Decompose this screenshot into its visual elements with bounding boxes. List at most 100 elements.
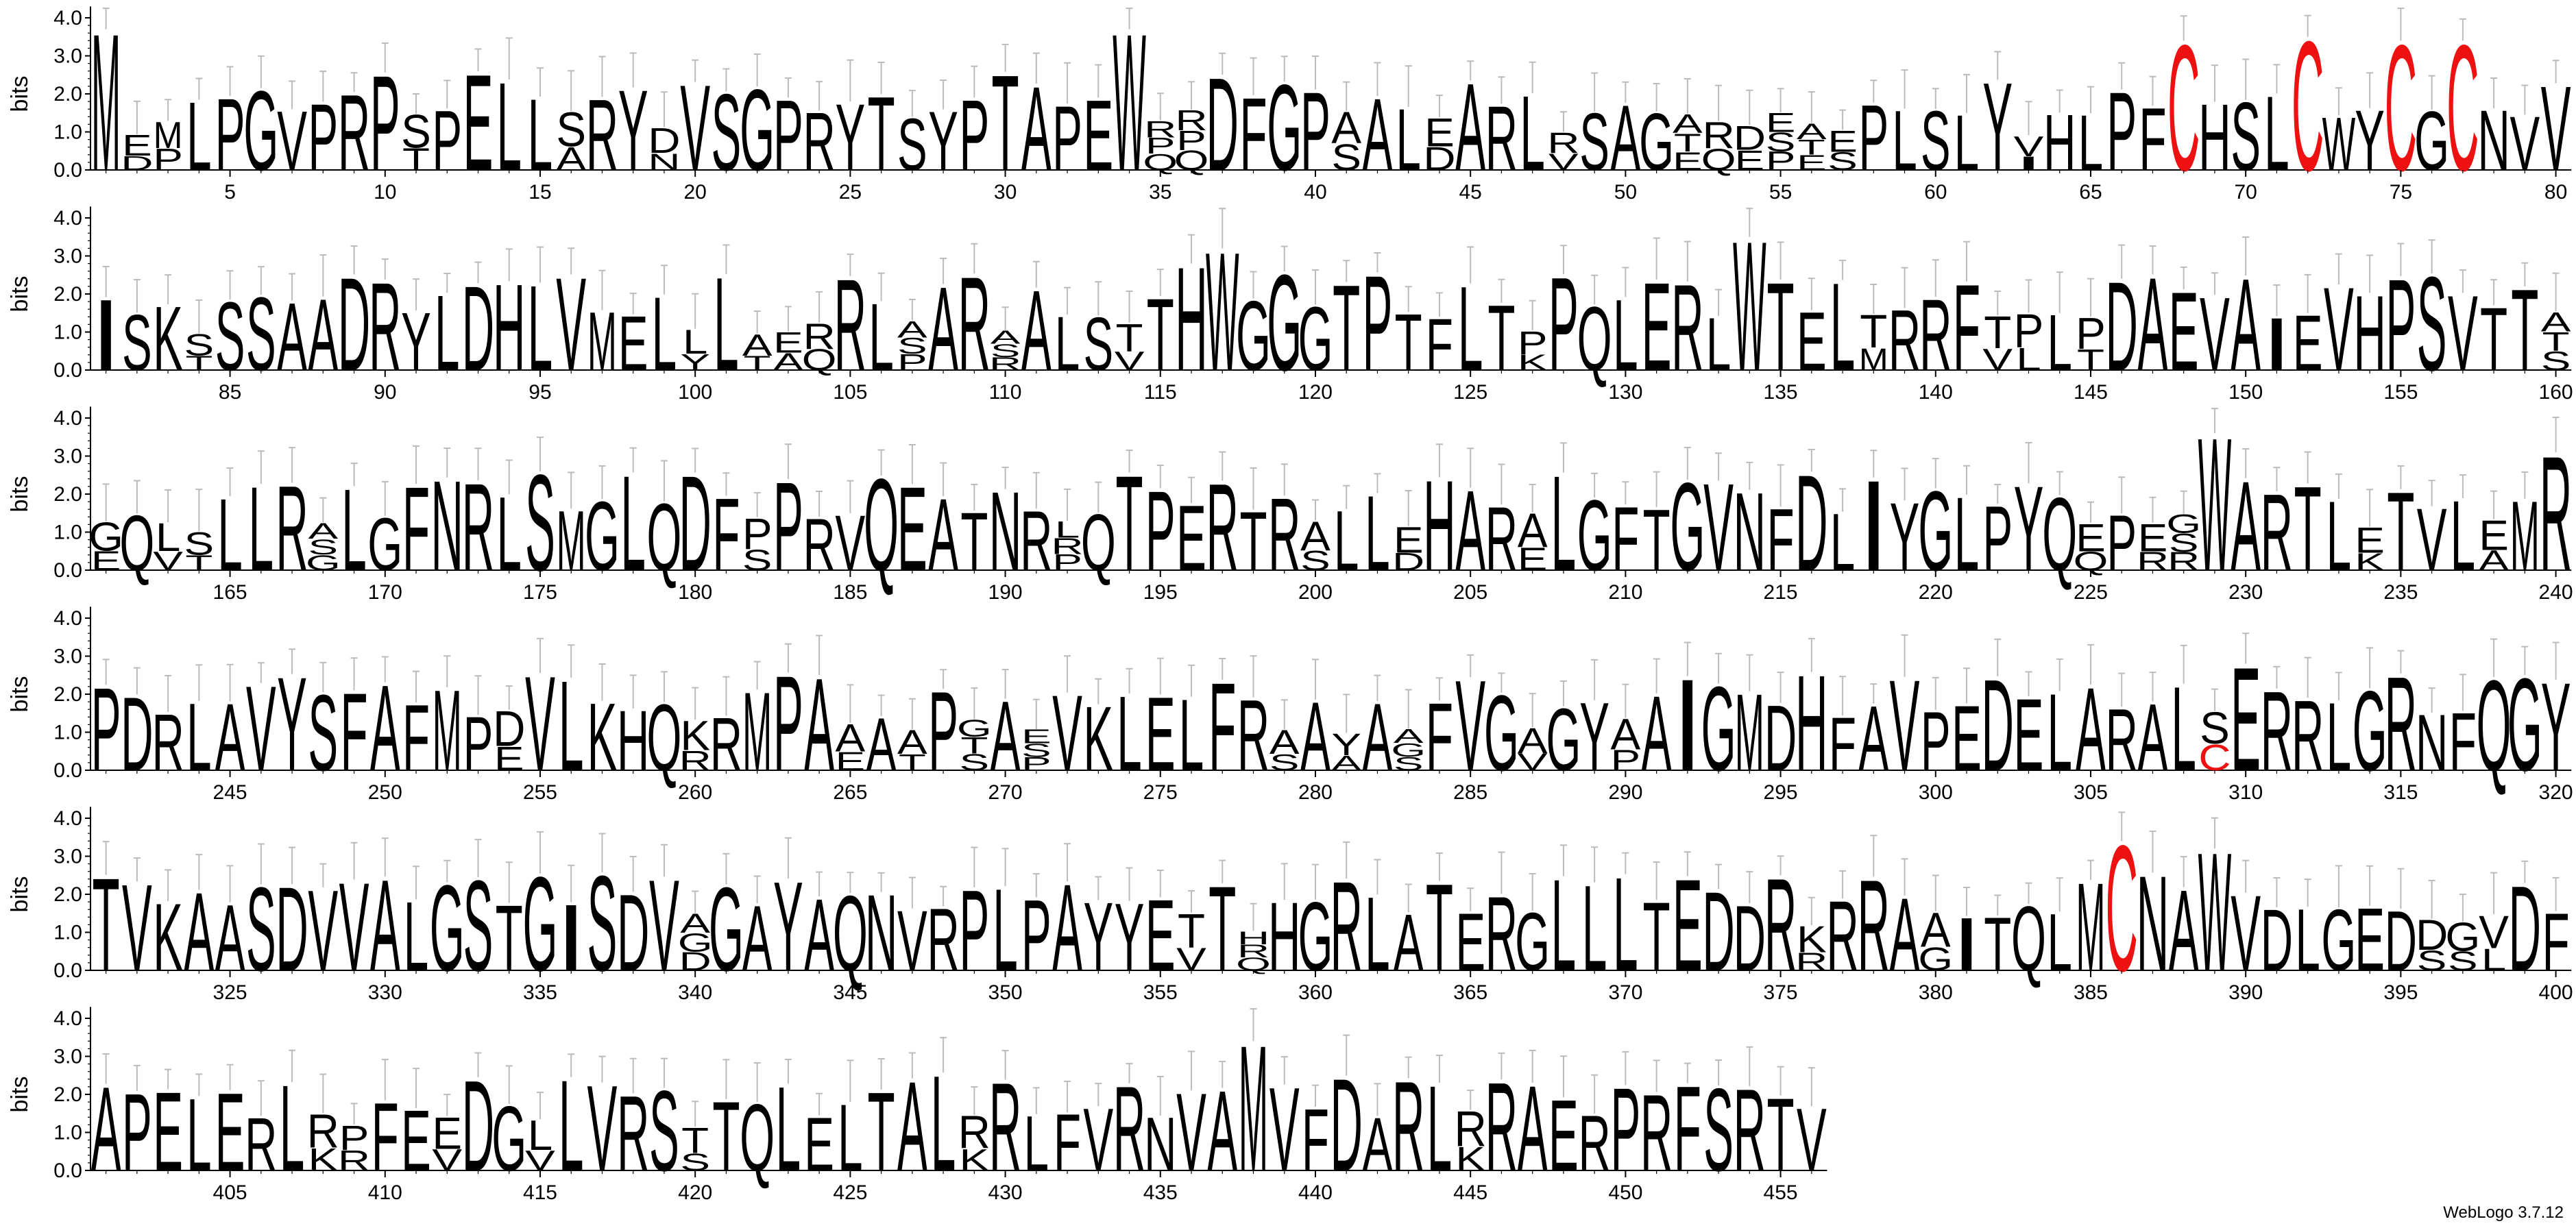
residue-A-291: A (1642, 674, 1672, 793)
residue-Q-162: Q (119, 499, 154, 587)
logo-column-35: QPR (1143, 93, 1178, 175)
logo-column-436: V (1176, 1051, 1206, 1194)
residue-L-274: L (1117, 675, 1141, 794)
weblogo-credit: WebLogo 3.7.12 (2443, 1203, 2564, 1222)
x-tick-label: 345 (833, 981, 867, 1004)
x-tick-label: 205 (1453, 581, 1487, 604)
residue-V-436: V (1176, 1070, 1206, 1194)
residue-A-363: A (1394, 898, 1424, 988)
x-tick-label: 135 (1764, 381, 1798, 404)
residue-L-304: L (2048, 671, 2072, 794)
logo-column-9: R (338, 72, 370, 193)
residue-G-340: G (678, 928, 713, 957)
x-tick-label: 270 (988, 781, 1023, 804)
residue-A-279: A (1269, 724, 1300, 762)
logo-column-231: R (2261, 467, 2293, 593)
residue-R-104: R (803, 316, 835, 357)
logo-column-209: G (1577, 472, 1612, 592)
logo-column-332: G (430, 859, 465, 996)
residue-L-100: L (683, 323, 707, 361)
residue-L-92: L (435, 273, 459, 393)
residue-H-69: H (2198, 84, 2231, 191)
y-tick-label: 0.0 (53, 559, 82, 582)
y-tick-label: 1.0 (53, 521, 82, 544)
residue-S-110: S (991, 341, 1021, 361)
residue-W-73: W (2322, 102, 2356, 186)
logo-column-57: SE (1827, 109, 1858, 175)
residue-K-376: K (1797, 918, 1827, 961)
logo-column-122: P (1363, 247, 1393, 400)
y-axis-label: bits (7, 1077, 33, 1113)
residue-S-337: S (587, 848, 618, 1000)
residue-G-22: G (740, 66, 775, 195)
residue-S-49: S (1579, 97, 1609, 188)
residue-K-273: K (1083, 689, 1113, 791)
residue-Q-422: Q (740, 1085, 775, 1192)
logo-column-298: A (1858, 683, 1888, 790)
residue-S-156: S (2417, 249, 2447, 399)
residue-D-441: D (1330, 1052, 1363, 1199)
residue-S-107: S (897, 333, 927, 358)
x-tick-label: 215 (1764, 581, 1798, 604)
logo-column-167: R (276, 447, 308, 596)
logo-column-31: A (1021, 52, 1052, 195)
residue-E-2: E (122, 129, 152, 162)
residue-V-417: V (587, 1060, 618, 1196)
logo-column-86: S (246, 266, 276, 392)
residue-A-401: A (91, 1062, 121, 1196)
residue-V-272: V (1052, 673, 1082, 794)
residue-F-171: F (402, 462, 430, 595)
residue-G-414: G (491, 1088, 526, 1190)
y-axis-label: bits (7, 76, 33, 112)
logo-column-283: SGA (1391, 689, 1426, 774)
residue-T-142: T (1984, 307, 2011, 358)
logo-column-92: L (435, 273, 459, 393)
logo-column-237: L (2451, 474, 2475, 591)
residue-P-402: P (122, 1072, 152, 1194)
residue-E-148: E (2169, 269, 2199, 394)
residue-V-213: V (1703, 457, 1734, 597)
residue-V-322: V (122, 859, 152, 997)
logo-column-324: A (184, 854, 214, 994)
residue-T-159: T (2511, 266, 2538, 395)
logo-column-16: AS (556, 70, 587, 177)
logo-column-419: S (649, 1057, 679, 1195)
residue-V-96: V (556, 250, 586, 399)
residue-P-8: P (308, 84, 338, 191)
logo-column-108: A (928, 258, 958, 395)
residue-L-368: L (1551, 853, 1576, 999)
residue-D-216: D (1795, 447, 1827, 600)
logo-column-444: L (1427, 1055, 1452, 1196)
residue-G-319: G (2507, 651, 2542, 799)
logo-column-267: TA (897, 698, 927, 776)
logo-column-149: V (2200, 272, 2230, 392)
logo-column-361: R (1330, 841, 1363, 998)
residue-L-392: L (2295, 891, 2320, 990)
x-tick-label: 440 (1298, 1181, 1333, 1204)
x-tick-label: 30 (994, 181, 1017, 204)
residue-P-128: P (1548, 249, 1579, 398)
logo-column-45: A (1455, 57, 1485, 197)
residue-M-262: M (742, 669, 772, 794)
residue-A-283: A (1394, 725, 1424, 747)
x-tick-label: 260 (678, 781, 712, 804)
residue-L-43: L (1396, 90, 1420, 188)
residue-R-53: R (1702, 114, 1734, 156)
residue-A-267: A (897, 724, 927, 762)
residue-Q-179: Q (646, 484, 681, 591)
x-tick-label: 230 (2228, 581, 2263, 604)
logo-column-398: LV (2479, 872, 2509, 977)
residue-L-276: L (1179, 679, 1204, 793)
logo-column-153: V (2324, 253, 2354, 395)
logo-column-96: V (556, 247, 586, 399)
residue-E-44: E (1424, 110, 1455, 155)
y-tick-label: 3.0 (53, 45, 82, 68)
logo-column-343: Y (773, 837, 803, 998)
residue-H-258: H (617, 693, 649, 789)
logo-column-104: QR (802, 291, 837, 376)
residue-R-197: R (1206, 458, 1239, 596)
residue-L-61: L (1954, 98, 1979, 186)
residue-F-432: F (1054, 1098, 1081, 1188)
residue-L-106: L (868, 284, 893, 391)
